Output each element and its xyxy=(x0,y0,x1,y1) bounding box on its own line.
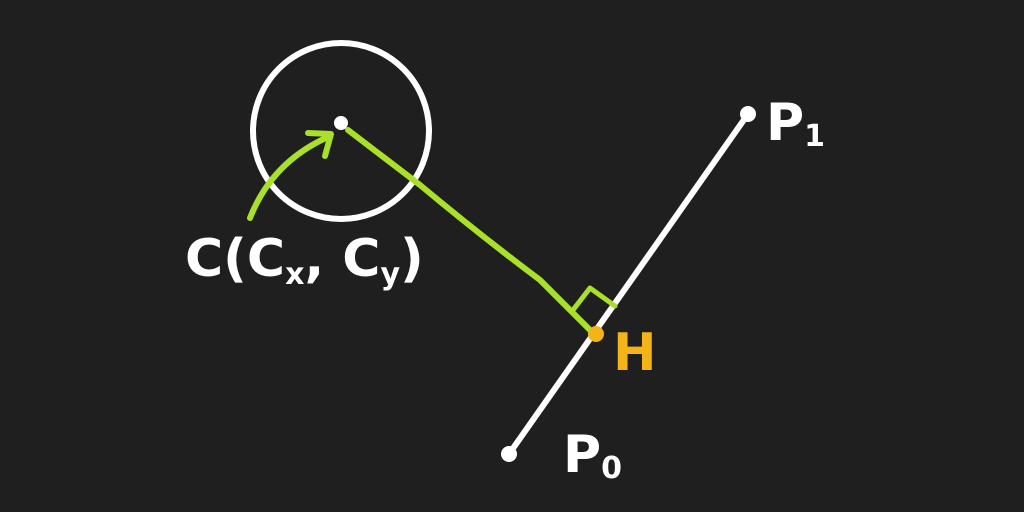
p0-label: P0 xyxy=(563,425,622,486)
arrow-head xyxy=(305,130,334,159)
p0-label-letter: P xyxy=(563,425,601,485)
center-label-prefix: C(C xyxy=(185,229,285,289)
p0-label-sub: 0 xyxy=(601,451,622,486)
right-angle-marker xyxy=(570,285,618,313)
center-label-separator: , C xyxy=(304,229,380,289)
center-label-sub-y: y xyxy=(380,257,400,292)
perpendicular-line xyxy=(345,127,595,335)
p1-label: P1 xyxy=(766,93,825,154)
line-segment-p0-p1 xyxy=(506,111,751,457)
circle xyxy=(250,40,432,222)
p1-label-sub: 1 xyxy=(804,119,825,154)
pointer-arrow xyxy=(247,134,331,221)
p1-label-letter: P xyxy=(766,93,804,153)
foot-label: H xyxy=(613,323,657,383)
center-label: C(Cx, Cy) xyxy=(185,229,424,292)
endpoint-p1 xyxy=(740,106,756,122)
foot-point-h xyxy=(588,326,604,342)
center-point xyxy=(334,116,348,130)
center-label-sub-x: x xyxy=(285,257,304,292)
endpoint-p0 xyxy=(501,446,517,462)
center-label-suffix: ) xyxy=(400,229,424,289)
